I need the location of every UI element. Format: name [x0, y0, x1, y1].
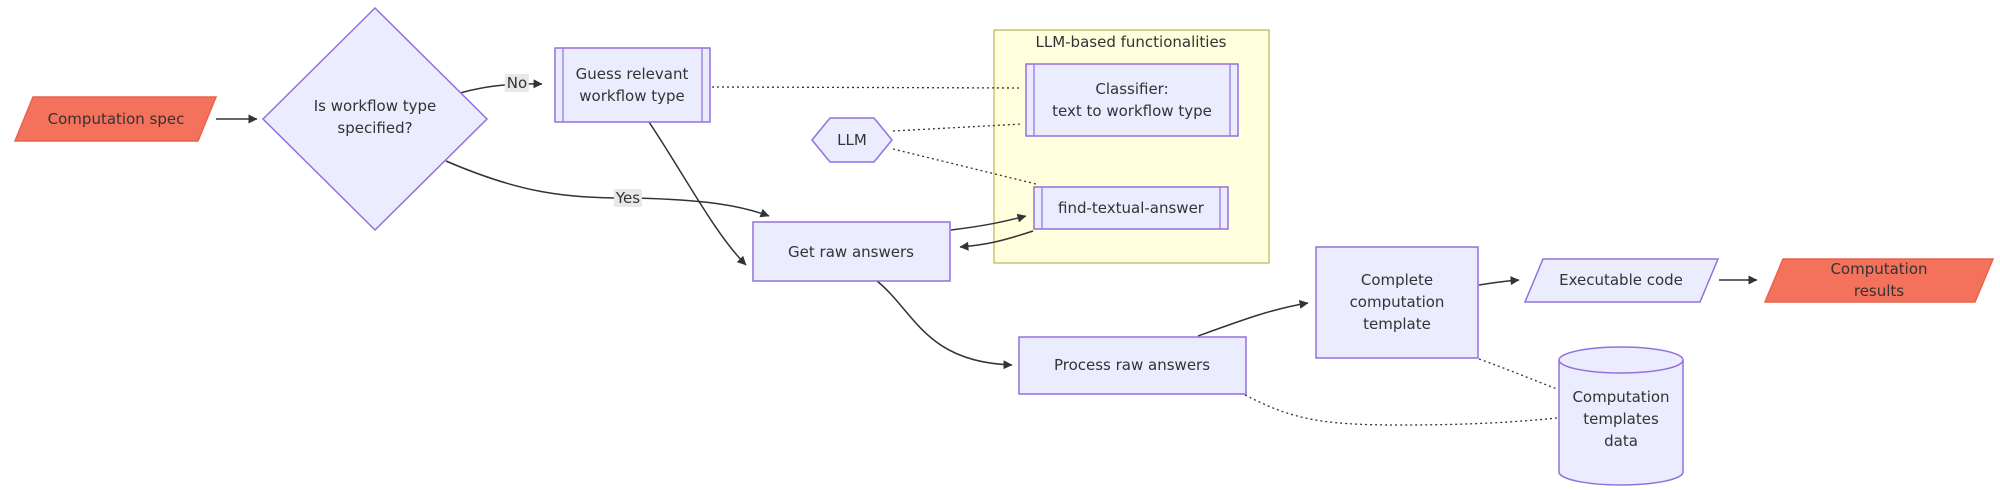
node-computation-results — [1763, 258, 1995, 303]
node-workflow-type-decision — [261, 6, 489, 232]
node-complete-computation-template — [1315, 246, 1479, 359]
find-textual-answer-label: find-textual-answer — [1058, 199, 1204, 217]
edge-process-to-datastore-dotted — [1244, 394, 1558, 426]
edge-complete-to-datastore-dotted — [1478, 358, 1558, 390]
edge-complete-to-executable — [1478, 276, 1520, 286]
process-raw-answers-label: Process raw answers — [1053, 356, 1211, 374]
llm-label: LLM — [837, 131, 867, 149]
complete-computation-template-label: Complete computation template — [1349, 271, 1445, 333]
edge-getraw-to-findtextual — [950, 213, 1027, 231]
guess-workflow-type-label: Guess relevant workflow type — [575, 65, 689, 105]
computation-spec-label: Computation spec — [47, 110, 185, 128]
edge-getraw-to-process — [876, 280, 1013, 370]
edge-guess-to-classifier-dotted — [711, 86, 1023, 89]
node-guess-workflow-type — [554, 47, 711, 123]
get-raw-answers-label: Get raw answers — [788, 243, 914, 261]
node-classifier — [1025, 63, 1239, 137]
node-process-raw-answers — [1018, 336, 1247, 395]
edge-process-to-complete — [1197, 299, 1309, 337]
computation-templates-data-label: Computation templates data — [1572, 388, 1670, 450]
node-computation-spec — [13, 96, 218, 142]
node-find-textual-answer — [1033, 186, 1229, 230]
edge-label-no: No — [504, 74, 530, 92]
edge-label-yes: Yes — [613, 189, 643, 207]
node-llm-hexagon — [811, 117, 893, 163]
executable-code-label: Executable code — [1559, 271, 1683, 289]
node-executable-code — [1523, 258, 1720, 303]
cluster-title: LLM-based functionalities — [1035, 33, 1227, 51]
classifier-label: Classifier: text to workflow type — [1052, 80, 1212, 120]
edge-guess-to-getraw — [648, 121, 747, 266]
node-get-raw-answers — [752, 221, 951, 282]
edge-llm-to-classifier-dotted — [892, 123, 1023, 132]
node-computation-templates-data — [1558, 346, 1684, 486]
workflow-type-decision-label: Is workflow type specified? — [313, 97, 437, 137]
computation-results-label: Computation results — [1830, 260, 1928, 300]
edge-findtextual-to-getraw — [959, 230, 1034, 251]
edge-decision-yes-to-getraw — [445, 160, 770, 218]
